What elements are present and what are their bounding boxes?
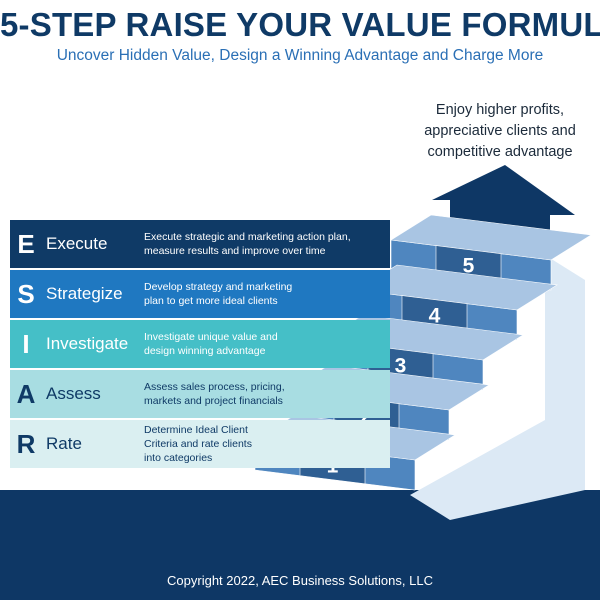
step-description: Assess sales process, pricing, markets an… — [142, 380, 354, 408]
stair-number-4: 4 — [429, 305, 441, 328]
step-name: Assess — [46, 384, 101, 403]
copyright-text: Copyright 2022, AEC Business Solutions, … — [167, 573, 433, 588]
step-description-line: markets and project financials — [144, 395, 283, 407]
step-description-line: Investigate unique value and — [144, 331, 278, 343]
up-arrow-icon — [432, 165, 575, 235]
stair-number-5: 5 — [463, 255, 475, 278]
step-row-execute: E Execute Execute strategic and marketing … — [10, 220, 390, 268]
step-letter: S — [17, 278, 35, 309]
step-description-line: into categories — [144, 452, 213, 464]
step-name: Execute — [46, 234, 108, 253]
step-description-line: design winning advantage — [144, 345, 266, 357]
step-letter: R — [16, 428, 36, 459]
step-description-line: Develop strategy and marketing — [144, 281, 293, 293]
benefit-line: Enjoy higher profits, — [435, 102, 565, 118]
step-description-line: plan to get more ideal clients — [144, 295, 278, 307]
step-letter: E — [17, 228, 35, 259]
benefit-line: competitive advantage — [427, 144, 573, 160]
step-description: Develop strategy and marketing plan to ge… — [142, 280, 354, 308]
step-name: Strategize — [46, 284, 123, 303]
step-description-line: Criteria and rate clients — [144, 438, 252, 450]
step-description: Investigate unique value and design winni… — [142, 330, 354, 358]
step-description-line: measure results and improve over time — [144, 245, 326, 257]
benefit-text: Enjoy higher profits, appreciative clien… — [402, 100, 598, 163]
step-row-investigate: I Investigate Investigate unique value and… — [10, 320, 390, 368]
step-name: Rate — [46, 434, 82, 453]
page-subtitle: Uncover Hidden Value, Design a Winning A… — [56, 47, 544, 64]
stair-side-wall — [410, 255, 585, 520]
step-description: Execute strategic and marketing action p… — [142, 230, 354, 258]
step-letter: I — [22, 328, 30, 359]
step-letter: A — [16, 378, 36, 409]
page-title: 5-STEP RAISE YOUR VALUE FORMULA — [0, 6, 600, 43]
benefit-line: appreciative clients and — [424, 123, 576, 139]
step-description-line: Assess sales process, pricing, — [144, 381, 285, 393]
step-description-line: Determine Ideal Client — [144, 424, 248, 436]
step-row-strategize: S Strategize Develop strategy and marketin… — [10, 270, 390, 318]
step-row-assess: A Assess Assess sales process, pricing, mar… — [10, 370, 390, 418]
stair-number-3: 3 — [395, 355, 407, 378]
step-description-line: Execute strategic and marketing action p… — [144, 231, 351, 243]
step-name: Investigate — [46, 334, 129, 353]
